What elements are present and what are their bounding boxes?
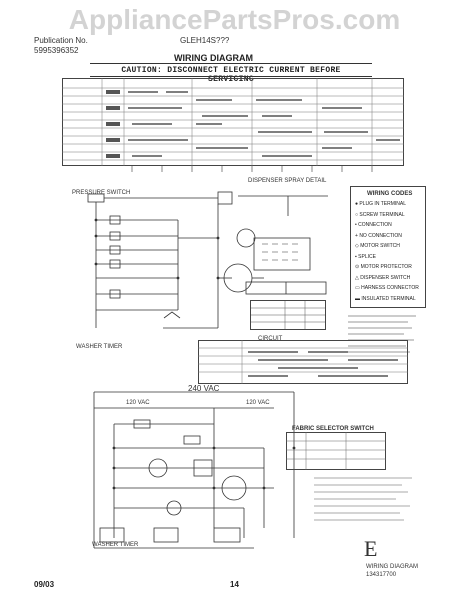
section-title: WIRING DIAGRAM bbox=[174, 53, 253, 63]
publication-label: Publication No. bbox=[34, 36, 88, 45]
legend-item: ▬ INSULATED TERMINAL bbox=[355, 295, 416, 302]
cycle-chart bbox=[198, 340, 408, 384]
fabric-selector-table bbox=[286, 432, 386, 470]
legend-title: WIRING CODES bbox=[367, 191, 413, 197]
legend-item: ○ SCREW TERMINAL bbox=[355, 211, 405, 218]
legend-item: ⊙ MOTOR PROTECTOR bbox=[355, 264, 412, 270]
diagram-id-line1: WIRING DIAGRAM bbox=[366, 564, 418, 570]
diagram-id-line2: 134317700 bbox=[366, 572, 397, 578]
caution-rule bbox=[90, 76, 372, 77]
legend-item: ▭ HARNESS CONNECTOR bbox=[355, 285, 419, 291]
voltage-120b-label: 120 VAC bbox=[246, 400, 270, 406]
header-rule bbox=[90, 63, 372, 64]
page-letter: E bbox=[364, 536, 378, 561]
footer-date: 09/03 bbox=[34, 580, 55, 589]
legend-item: ● PLUG IN TERMINAL bbox=[355, 201, 407, 207]
legend-item: ▪ SPLICE bbox=[355, 253, 376, 260]
watermark-logo: AppliancePartsPros.com bbox=[68, 4, 401, 35]
legend-marker-icon: ○ bbox=[355, 211, 360, 218]
voltage-120a-label: 120 VAC bbox=[126, 400, 150, 406]
model-number: GLEH14S??? bbox=[180, 36, 230, 45]
dispenser-schematic bbox=[238, 195, 328, 295]
caution-banner: CAUTION: DISCONNECT ELECTRIC CURRENT BEF… bbox=[121, 66, 341, 84]
timer-sequence-chart bbox=[62, 78, 404, 166]
legend-marker-icon: ▭ bbox=[355, 285, 362, 291]
legend-marker-icon: ● bbox=[355, 201, 360, 207]
legend-marker-icon: • bbox=[355, 222, 359, 228]
fabric-selector-title: FABRIC SELECTOR SWITCH bbox=[292, 426, 374, 432]
washer-timer-label-2: WASHER TIMER bbox=[92, 542, 139, 548]
legend-item: △ DISPENSER SWITCH bbox=[355, 274, 411, 281]
timer-chart-ticks bbox=[131, 166, 373, 172]
legend-marker-icon: △ bbox=[355, 274, 361, 281]
motor-schematic bbox=[93, 391, 296, 549]
notes-lower bbox=[314, 477, 412, 521]
legend-item: • CONNECTION bbox=[355, 222, 392, 228]
footer-page: 14 bbox=[230, 580, 239, 589]
publication-number: 5995396352 bbox=[34, 46, 79, 55]
washer-timer-label: WASHER TIMER bbox=[76, 344, 123, 350]
legend-marker-icon: ▬ bbox=[355, 295, 362, 302]
dispenser-detail-label: DISPENSER SPRAY DETAIL bbox=[248, 178, 327, 184]
legend-marker-icon: ◇ bbox=[355, 243, 361, 249]
legend-item: ◇ MOTOR SWITCH bbox=[355, 243, 400, 249]
notes-text-block bbox=[348, 315, 416, 353]
timer-schematic bbox=[87, 191, 264, 329]
legend-marker-icon: + bbox=[355, 232, 360, 239]
temperature-table bbox=[250, 300, 326, 330]
temperature-table-grid bbox=[251, 301, 325, 329]
legend-marker-icon: ⊙ bbox=[355, 264, 361, 270]
wiring-codes-legend: WIRING CODES ● PLUG IN TERMINAL ○ SCREW … bbox=[350, 186, 426, 308]
legend-marker-icon: ▪ bbox=[355, 253, 359, 260]
voltage-240-label: 240 VAC bbox=[188, 384, 220, 393]
legend-item: + NO CONNECTION bbox=[355, 232, 402, 239]
circuit-label: CIRCUIT bbox=[258, 336, 283, 342]
pressure-switch-label: PRESSURE SWITCH bbox=[72, 190, 131, 196]
